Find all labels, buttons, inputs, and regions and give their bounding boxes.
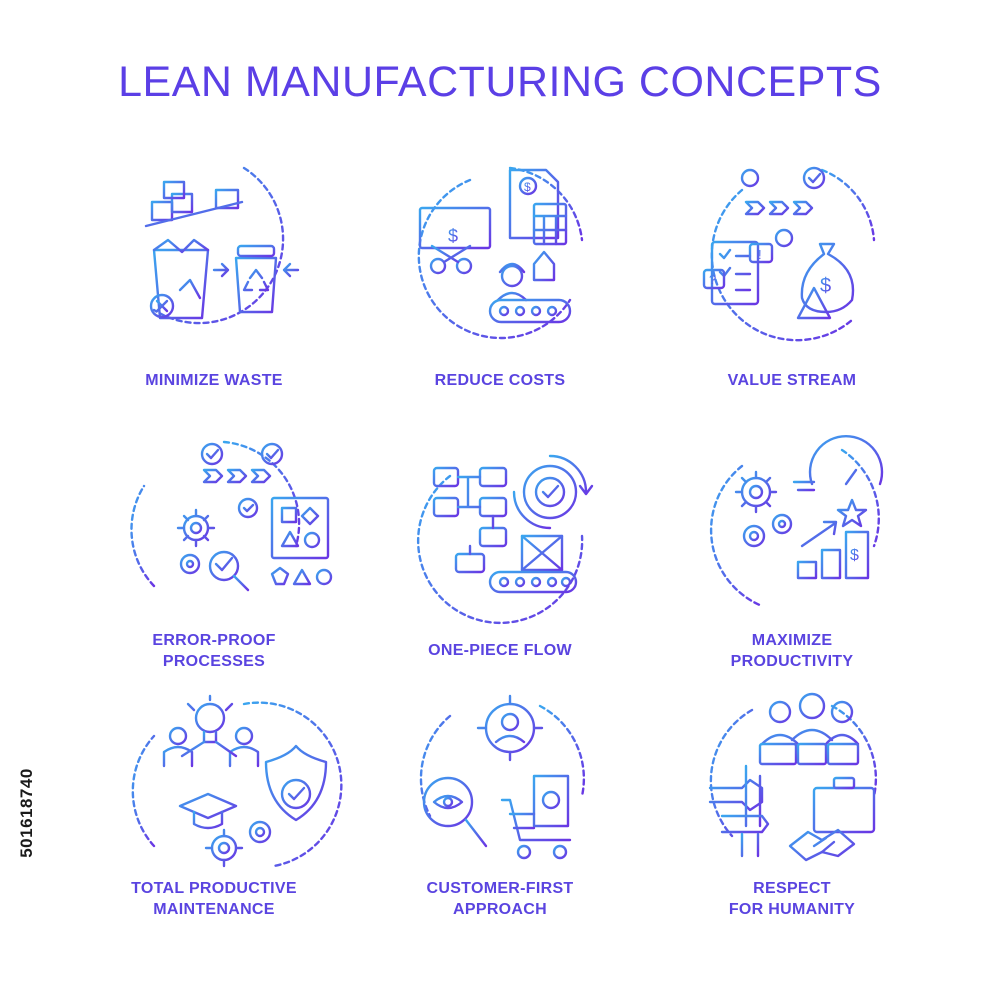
concept-label: VALUE STREAM bbox=[727, 372, 857, 389]
value-stream-icon: ! ? $ bbox=[702, 166, 876, 342]
page-title: LEAN MANUFACTURING CONCEPTS bbox=[118, 58, 882, 106]
stock-id: 501618740 bbox=[17, 768, 36, 858]
concept-card-maximize-productivity: $ MAXIMIZE PRODUCTIVITY bbox=[662, 434, 922, 672]
minimize-waste-icon bbox=[144, 166, 300, 325]
concept-label: MINIMIZE WASTE bbox=[145, 372, 283, 389]
concept-label: REDUCE COSTS bbox=[434, 372, 566, 389]
concept-card-customer-first: CUSTOMER-FIRST APPROACH bbox=[370, 694, 630, 920]
total-productive-maintenance-icon bbox=[131, 694, 343, 868]
concept-label: ERROR-PROOF PROCESSES bbox=[152, 632, 276, 670]
svg-text:$: $ bbox=[448, 226, 458, 246]
concept-card-total-productive-maintenance: TOTAL PRODUCTIVE MAINTENANCE bbox=[84, 694, 344, 920]
svg-text:$: $ bbox=[524, 180, 531, 194]
concept-card-respect-for-humanity: RESPECT FOR HUMANITY bbox=[662, 692, 922, 920]
error-proof-icon bbox=[130, 440, 333, 592]
concept-label: CUSTOMER-FIRST APPROACH bbox=[426, 880, 574, 918]
concept-card-minimize-waste: MINIMIZE WASTE bbox=[84, 160, 344, 391]
concept-card-one-piece-flow: ONE-PIECE FLOW bbox=[370, 436, 630, 661]
concept-label: MAXIMIZE PRODUCTIVITY bbox=[730, 632, 854, 670]
concept-card-error-proof: ERROR-PROOF PROCESSES bbox=[84, 436, 344, 672]
concept-label: RESPECT FOR HUMANITY bbox=[728, 880, 856, 918]
svg-text:$: $ bbox=[820, 275, 831, 297]
concept-label: ONE-PIECE FLOW bbox=[428, 642, 572, 659]
svg-text:$: $ bbox=[850, 547, 859, 564]
concept-card-value-stream: ! ? $ VALUE STREAM bbox=[662, 160, 922, 391]
svg-text:?: ? bbox=[709, 272, 716, 287]
concept-card-reduce-costs: $ $ REDUCE COSTS bbox=[370, 160, 630, 391]
customer-first-icon bbox=[419, 694, 586, 860]
one-piece-flow-icon bbox=[416, 454, 594, 625]
reduce-costs-icon: $ $ bbox=[417, 166, 584, 340]
respect-for-humanity-icon bbox=[708, 692, 878, 862]
maximize-productivity-icon: $ bbox=[709, 434, 884, 608]
svg-text:!: ! bbox=[758, 247, 762, 262]
concept-label: TOTAL PRODUCTIVE MAINTENANCE bbox=[131, 880, 297, 918]
